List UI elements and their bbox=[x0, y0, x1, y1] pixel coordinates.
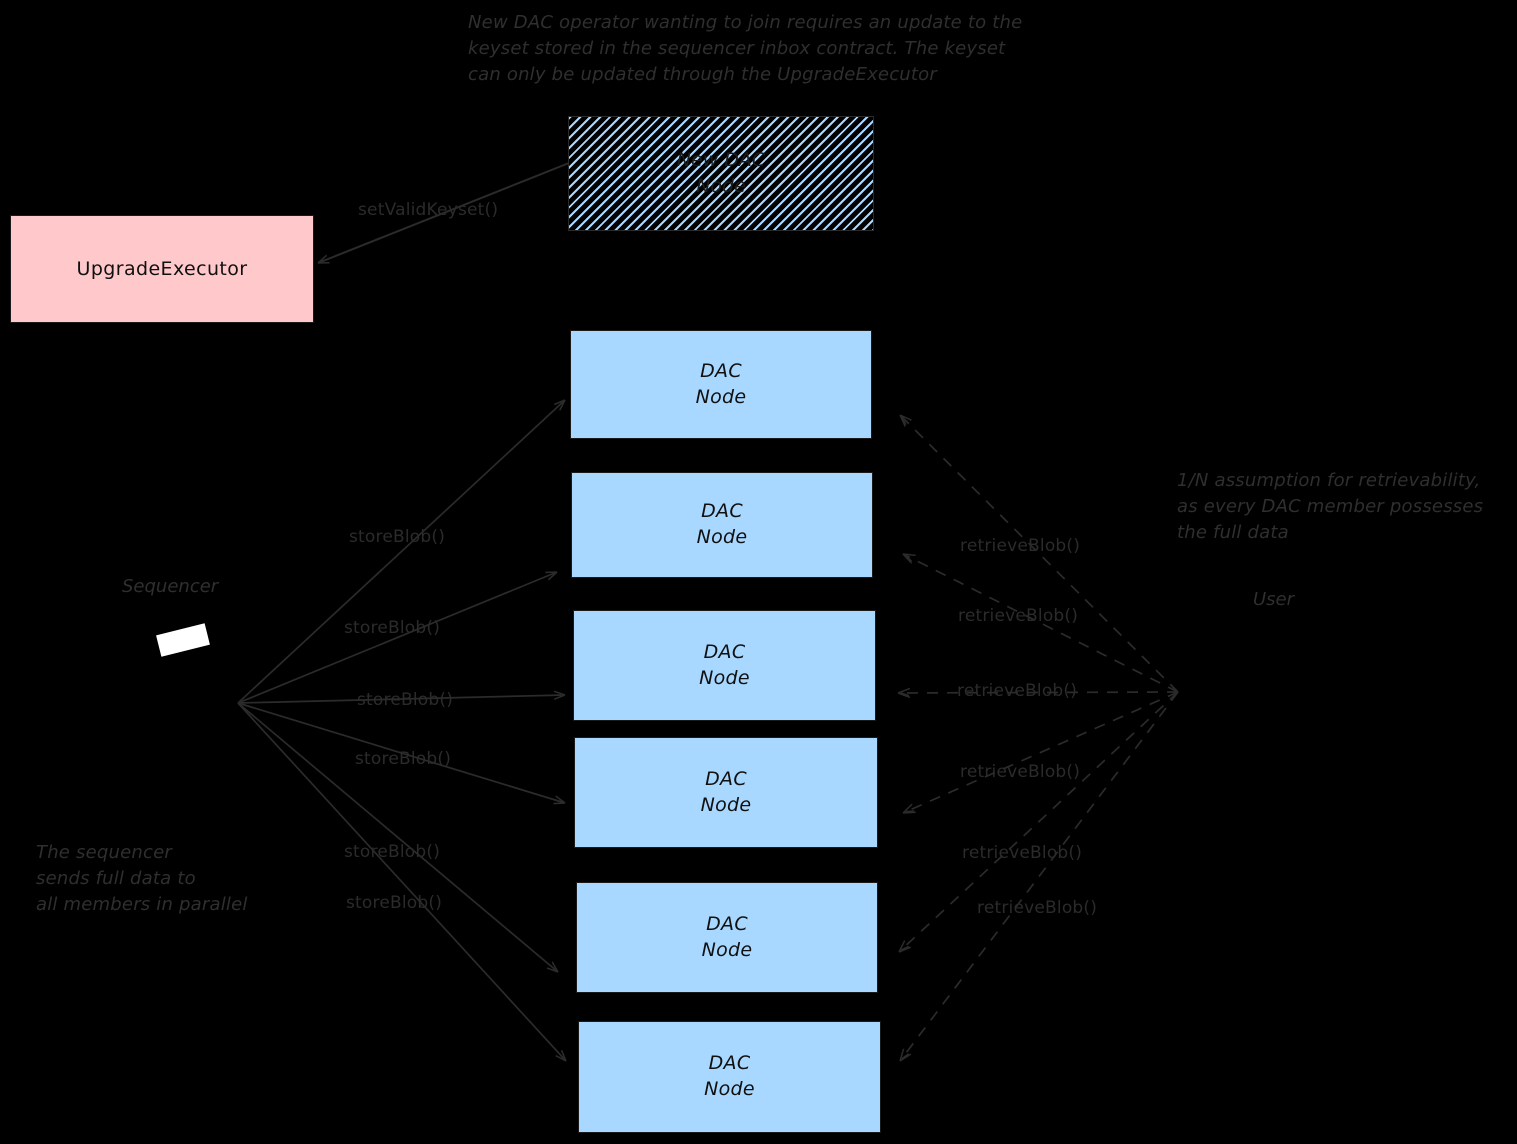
dac-node-5-line1: DAC bbox=[706, 912, 748, 935]
dac-node-1-line1: DAC bbox=[700, 359, 742, 382]
edge-label-retrieve-blob-1: retrieveBlob() bbox=[960, 536, 1081, 556]
dac-node-2-line1: DAC bbox=[701, 500, 743, 523]
dac-node-1-line2: Node bbox=[695, 385, 747, 408]
dac-node-4-line2: Node bbox=[700, 793, 752, 816]
dac-node-box-3[interactable]: DAC Node bbox=[573, 610, 876, 721]
edge-label-retrieve-blob-6: retrieveBlob() bbox=[977, 898, 1098, 918]
dac-node-box-1[interactable]: DAC Node bbox=[570, 330, 872, 439]
new-dac-node-line1: New DAC bbox=[676, 148, 766, 171]
edge-label-store-blob-4: storeBlob() bbox=[355, 749, 452, 769]
edge-label-retrieve-blob-2: retrieveBlob() bbox=[958, 606, 1079, 626]
edge-label-store-blob-6: storeBlob() bbox=[346, 893, 443, 913]
user-label: User bbox=[1253, 589, 1295, 610]
dac-node-3-line2: Node bbox=[699, 666, 750, 689]
dac-node-3-line1: DAC bbox=[703, 640, 746, 663]
dac-node-box-2[interactable]: DAC Node bbox=[571, 472, 873, 578]
edge-store-blob-group bbox=[237, 400, 566, 1061]
dac-node-box-4[interactable]: DAC Node bbox=[574, 737, 878, 848]
dac-node-4-line1: DAC bbox=[705, 767, 747, 790]
dac-node-box-6[interactable]: DAC Node bbox=[578, 1021, 881, 1133]
edge-label-retrieve-blob-5: retrieveBlob() bbox=[962, 843, 1083, 863]
dac-node-6-line1: DAC bbox=[708, 1052, 751, 1075]
dac-node-box-5[interactable]: DAC Node bbox=[576, 882, 878, 993]
new-dac-node-box[interactable]: New DAC Node bbox=[568, 116, 874, 231]
edge-label-set-valid-keyset: setValidKeyset() bbox=[358, 200, 499, 220]
edge-label-retrieve-blob-4: retrieveBlob() bbox=[960, 762, 1081, 782]
note-bottom-left: The sequencer sends full data to all mem… bbox=[36, 842, 248, 916]
sequencer-icon bbox=[156, 623, 210, 657]
dac-node-5-line2: Node bbox=[701, 938, 753, 961]
upgrade-executor-label: UpgradeExecutor bbox=[76, 258, 248, 280]
note-top: New DAC operator wanting to join require… bbox=[468, 12, 1023, 86]
dac-node-2-line2: Node bbox=[696, 526, 748, 548]
edge-label-retrieve-blob-3: retrieveBlob() bbox=[957, 681, 1078, 701]
edge-retrieve-blob-group bbox=[898, 415, 1179, 1061]
edge-label-store-blob-5: storeBlob() bbox=[344, 842, 441, 862]
upgrade-executor-box[interactable]: UpgradeExecutor bbox=[10, 215, 314, 323]
edge-label-store-blob-3: storeBlob() bbox=[357, 690, 454, 710]
new-dac-node-line2: Node bbox=[696, 174, 746, 197]
edge-label-store-blob-2: storeBlob() bbox=[344, 618, 441, 638]
sequencer-label: Sequencer bbox=[122, 576, 219, 597]
edge-label-store-blob-1: storeBlob() bbox=[349, 527, 446, 547]
dac-node-6-line2: Node bbox=[704, 1078, 755, 1100]
note-right: 1/N assumption for retrievability, as ev… bbox=[1177, 470, 1484, 544]
